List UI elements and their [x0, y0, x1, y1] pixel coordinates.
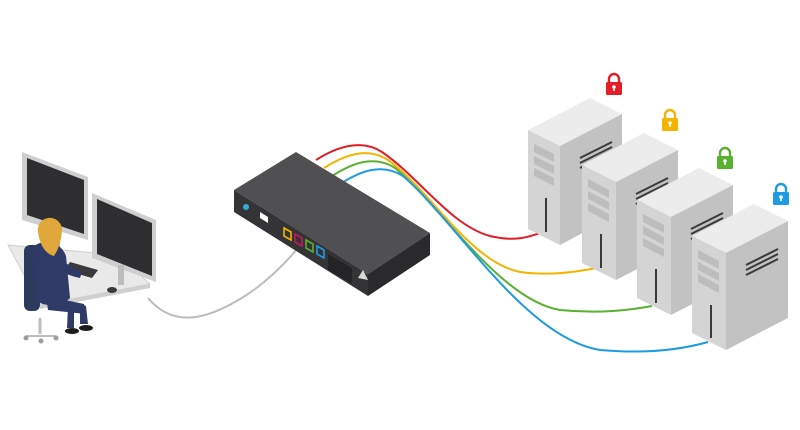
cable-green	[331, 160, 653, 313]
monitor-right	[92, 193, 156, 285]
port-button-blue	[316, 244, 325, 260]
mouse	[107, 287, 117, 293]
kvm-switch	[234, 152, 430, 296]
port-button-yellow	[283, 226, 292, 242]
cable-red	[315, 144, 541, 240]
cable-blue	[339, 168, 709, 353]
padlock-icon	[606, 72, 622, 95]
switch-top	[234, 152, 430, 274]
workstation	[7, 152, 156, 344]
padlock-icon	[662, 108, 678, 131]
front-panel	[328, 254, 352, 284]
port-button-magenta	[294, 232, 303, 248]
port-button-green	[305, 238, 314, 254]
brand-mark-icon	[358, 270, 368, 280]
server-4	[692, 182, 789, 350]
switch-side	[368, 233, 430, 296]
keyboard	[64, 262, 98, 278]
port-buttons	[283, 226, 325, 260]
servers	[528, 72, 789, 350]
connection-cables	[147, 144, 709, 353]
brand-logo-icon	[243, 204, 249, 210]
cable-yellow	[323, 152, 598, 275]
power-button-icon	[260, 212, 268, 223]
padlock-icon	[773, 182, 789, 205]
padlock-icon	[717, 146, 733, 169]
seated-user	[23, 217, 93, 344]
monitor-left	[22, 152, 88, 252]
user-cable	[147, 247, 299, 319]
